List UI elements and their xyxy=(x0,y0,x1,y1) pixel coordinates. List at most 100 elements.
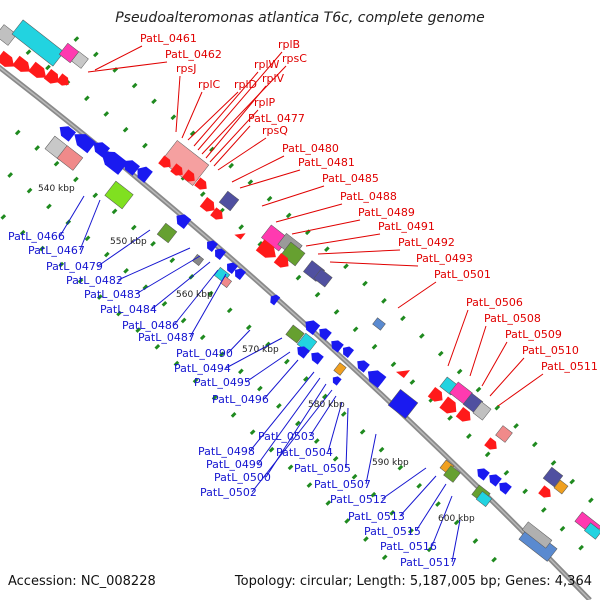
gene-label-forward[interactable]: PatL_0509 xyxy=(505,328,562,341)
gene-feature[interactable] xyxy=(194,177,210,192)
gene-feature[interactable] xyxy=(486,471,502,487)
gene-label-reverse[interactable]: PatL_0517 xyxy=(400,556,457,569)
gene-feature[interactable] xyxy=(387,388,419,420)
gene-feature[interactable] xyxy=(199,196,218,215)
gene-label-reverse[interactable]: PatL_0498 xyxy=(198,445,255,458)
gene-feature[interactable] xyxy=(218,190,240,212)
gene-feature[interactable] xyxy=(120,156,140,176)
gene-label-reverse[interactable]: PatL_0500 xyxy=(214,471,271,484)
gene-label-reverse[interactable]: PatL_0495 xyxy=(194,376,251,389)
gene-feature[interactable] xyxy=(28,61,50,83)
gene-label-forward[interactable]: rpsJ xyxy=(176,62,196,75)
gene-label-reverse[interactable]: PatL_0513 xyxy=(348,510,405,523)
gene-label-reverse[interactable]: PatL_0505 xyxy=(294,462,351,475)
gene-label-forward[interactable]: PatL_0501 xyxy=(434,268,491,281)
gene-label-reverse[interactable]: PatL_0466 xyxy=(8,230,65,243)
gene-label-forward[interactable]: PatL_0481 xyxy=(298,156,355,169)
gene-feature[interactable] xyxy=(308,349,324,365)
gene-features[interactable] xyxy=(0,19,600,562)
gene-feature[interactable] xyxy=(521,521,553,549)
gene-feature[interactable] xyxy=(330,374,342,386)
gene-feature[interactable] xyxy=(104,180,134,210)
gene-label-reverse[interactable]: PatL_0482 xyxy=(66,274,123,287)
gene-label-forward[interactable]: rplD xyxy=(234,78,257,91)
gene-feature[interactable] xyxy=(455,406,474,425)
gene-feature[interactable] xyxy=(372,317,386,331)
gene-label-reverse[interactable]: PatL_0504 xyxy=(276,446,333,459)
gene-label-forward[interactable]: PatL_0488 xyxy=(340,190,397,203)
gene-label-forward[interactable]: rpsQ xyxy=(262,124,288,137)
gene-label-reverse[interactable]: PatL_0486 xyxy=(122,319,179,332)
gene-feature[interactable] xyxy=(11,19,65,67)
gene-feature[interactable] xyxy=(0,50,18,72)
gene-feature[interactable] xyxy=(328,337,344,353)
gene-feature[interactable] xyxy=(364,366,387,389)
gene-feature[interactable] xyxy=(0,24,17,46)
gene-feature[interactable] xyxy=(232,266,247,281)
gene-feature[interactable] xyxy=(71,51,89,69)
gene-feature[interactable] xyxy=(56,145,84,171)
gene-feature[interactable] xyxy=(542,466,564,488)
gene-label-forward[interactable]: PatL_0506 xyxy=(466,296,523,309)
gene-label-forward[interactable]: rpsC xyxy=(282,52,307,65)
gene-feature[interactable] xyxy=(90,138,110,158)
gene-label-reverse[interactable]: PatL_0516 xyxy=(380,540,437,553)
gene-label-reverse[interactable]: PatL_0487 xyxy=(138,331,195,344)
gene-label-reverse[interactable]: PatL_0479 xyxy=(46,260,103,273)
gene-feature[interactable] xyxy=(340,344,355,359)
gene-feature[interactable] xyxy=(255,239,280,262)
gene-feature[interactable] xyxy=(285,324,305,344)
gene-feature[interactable] xyxy=(158,155,174,170)
gene-label-forward[interactable]: PatL_0461 xyxy=(140,32,197,45)
gene-feature[interactable] xyxy=(443,465,461,483)
gene-feature[interactable] xyxy=(268,293,281,306)
gene-label-forward[interactable]: PatL_0493 xyxy=(416,252,473,265)
gene-feature[interactable] xyxy=(224,260,239,275)
gene-feature[interactable] xyxy=(427,386,446,405)
gene-label-forward[interactable]: rplP xyxy=(254,96,276,109)
gene-feature[interactable] xyxy=(484,437,500,452)
gene-feature[interactable] xyxy=(210,207,226,222)
gene-label-forward[interactable]: rplC xyxy=(198,78,221,91)
gene-feature[interactable] xyxy=(439,396,460,418)
gene-feature[interactable] xyxy=(192,254,204,266)
gene-label-reverse[interactable]: PatL_0484 xyxy=(100,303,157,316)
gene-feature[interactable] xyxy=(280,241,306,267)
gene-label-reverse[interactable]: PatL_0503 xyxy=(258,430,315,443)
gene-feature[interactable] xyxy=(333,362,347,376)
gene-label-forward[interactable]: PatL_0511 xyxy=(541,360,598,373)
gene-feature[interactable] xyxy=(294,343,310,359)
gene-label-reverse[interactable]: PatL_0499 xyxy=(206,458,263,471)
gene-feature[interactable] xyxy=(182,169,198,184)
gene-feature[interactable] xyxy=(133,163,153,183)
gene-feature[interactable] xyxy=(12,55,34,77)
gene-label-forward[interactable]: PatL_0492 xyxy=(398,236,455,249)
gene-feature[interactable] xyxy=(96,145,128,175)
gene-feature[interactable] xyxy=(43,68,62,87)
gene-label-forward[interactable]: PatL_0491 xyxy=(378,220,435,233)
gene-label-forward[interactable]: PatL_0480 xyxy=(282,142,339,155)
gene-label-forward[interactable]: rplW xyxy=(254,58,280,71)
gene-feature[interactable] xyxy=(313,268,333,288)
gene-feature[interactable] xyxy=(156,222,178,244)
gene-label-forward[interactable]: PatL_0462 xyxy=(165,48,222,61)
gene-feature[interactable] xyxy=(354,357,370,373)
gene-label-reverse[interactable]: PatL_0467 xyxy=(28,244,85,257)
gene-label-reverse[interactable]: PatL_0515 xyxy=(364,525,421,538)
gene-label-reverse[interactable]: PatL_0502 xyxy=(200,486,257,499)
gene-label-reverse[interactable]: PatL_0507 xyxy=(314,478,371,491)
gene-label-reverse[interactable]: PatL_0496 xyxy=(212,393,269,406)
gene-feature[interactable] xyxy=(56,73,72,88)
gene-feature[interactable] xyxy=(273,252,292,271)
gene-label-reverse[interactable]: PatL_0490 xyxy=(176,347,233,360)
gene-feature[interactable] xyxy=(496,479,512,495)
gene-feature[interactable] xyxy=(472,401,492,421)
gene-feature[interactable] xyxy=(173,211,192,230)
gene-feature[interactable] xyxy=(170,163,186,178)
gene-feature[interactable] xyxy=(474,465,490,481)
gene-label-reverse[interactable]: PatL_0483 xyxy=(84,288,141,301)
gene-feature[interactable] xyxy=(56,122,76,142)
gene-label-reverse[interactable]: PatL_0512 xyxy=(330,493,387,506)
gene-label-forward[interactable]: PatL_0510 xyxy=(522,344,579,357)
